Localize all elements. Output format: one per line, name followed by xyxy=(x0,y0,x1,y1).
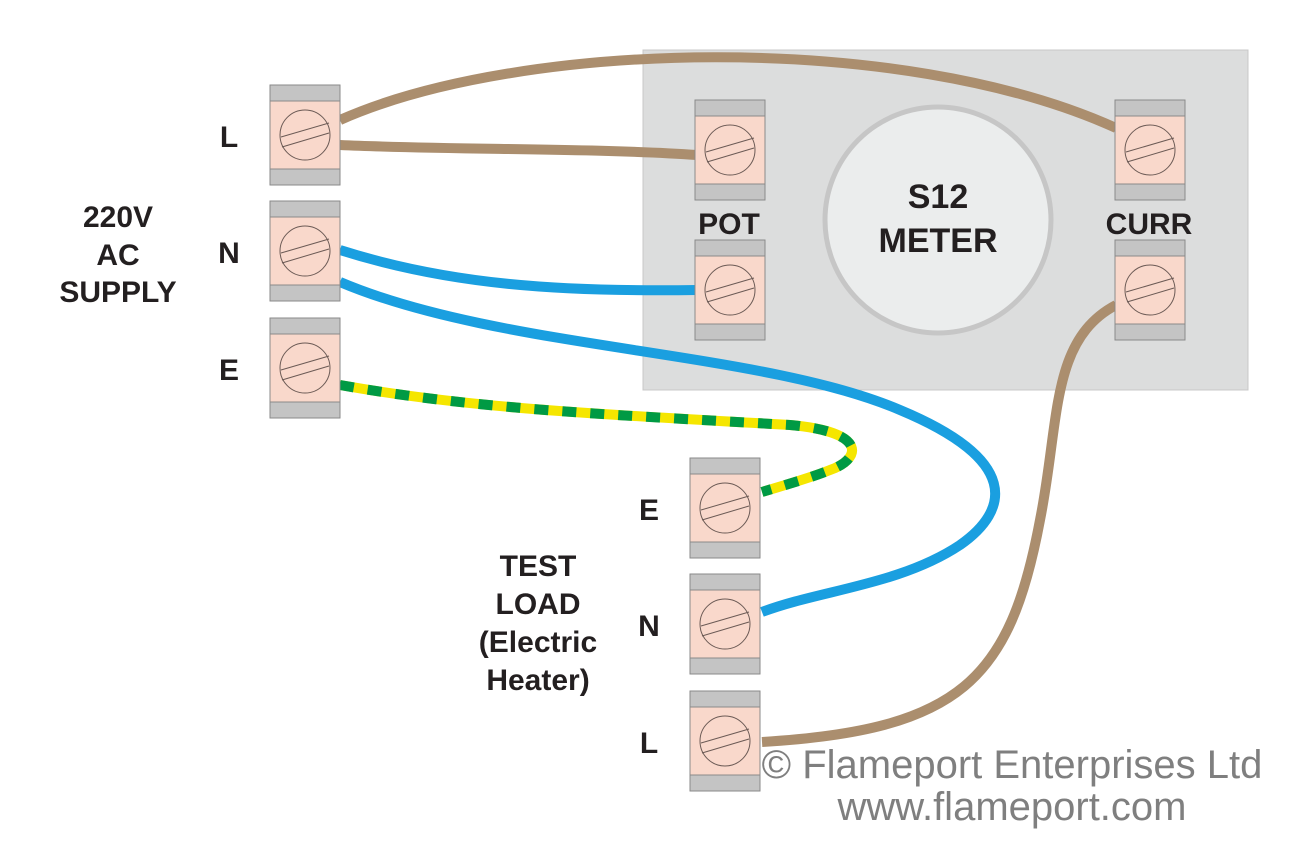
terminal-cap-top xyxy=(689,690,761,708)
copyright-line-2: www.flameport.com xyxy=(837,785,1187,829)
supply-terminal-label-N: N xyxy=(218,237,240,270)
screw-slot-line xyxy=(701,738,750,754)
load-terminal-label-L: L xyxy=(640,727,658,760)
screw-slot-line xyxy=(705,277,755,293)
screw-slot-line xyxy=(1126,287,1175,303)
screw-slot-line xyxy=(700,728,750,744)
terminal-cap-top xyxy=(689,457,761,475)
load-terminal-label-N: N xyxy=(638,610,660,643)
supply-title-line-3: SUPPLY xyxy=(59,276,176,309)
terminal-cap-bottom xyxy=(1114,183,1186,201)
terminal-cap-bottom xyxy=(689,541,761,559)
terminal-body xyxy=(689,573,761,675)
terminals-layer xyxy=(269,84,1186,792)
live-wire-curr-out-to-load xyxy=(761,300,1119,747)
terminal-cap-top xyxy=(694,99,766,117)
live-wire-supply-to-pot xyxy=(339,140,698,160)
screw-slot-line xyxy=(280,122,330,138)
load-title-line-3: (Electric xyxy=(479,626,597,659)
terminal-cap-top xyxy=(1114,99,1186,117)
supply-title-line-2: AC xyxy=(96,239,139,272)
screw-slot-line xyxy=(1125,277,1175,293)
meter-terminal-pot-L xyxy=(694,99,766,201)
meter-title-line-1: S12 xyxy=(908,178,969,216)
screw-icon xyxy=(279,109,331,161)
wires-layer xyxy=(337,52,1119,747)
terminal-cap-bottom xyxy=(269,168,341,186)
screw-icon xyxy=(279,342,331,394)
screw-slot-line xyxy=(1125,137,1175,153)
screw-slot-line xyxy=(701,621,750,637)
terminal-cap-top xyxy=(694,239,766,257)
screw-slot-line xyxy=(700,611,750,627)
curr-label: CURR xyxy=(1106,208,1193,241)
screw-slot-line xyxy=(280,355,330,371)
screw-icon xyxy=(699,715,751,767)
earth-wire-stripes xyxy=(339,380,857,497)
supply-terminal-L xyxy=(269,84,341,186)
terminal-cap-bottom xyxy=(694,323,766,341)
terminal-cap-bottom xyxy=(689,657,761,675)
screw-icon xyxy=(279,225,331,277)
load-terminal-L xyxy=(689,690,761,792)
meter-terminal-pot-N xyxy=(694,239,766,341)
terminal-body xyxy=(694,239,766,341)
terminal-body xyxy=(269,84,341,186)
supply-terminal-label-E: E xyxy=(219,354,239,387)
screw-slot-line xyxy=(705,137,755,153)
load-terminal-N xyxy=(689,573,761,675)
live-wire-supply-to-curr-in xyxy=(337,52,1119,133)
meter-terminal-curr-out xyxy=(1114,239,1186,341)
supply-terminal-N xyxy=(269,200,341,302)
screw-slot-line xyxy=(706,287,755,303)
load-title-line-4: Heater) xyxy=(486,664,589,697)
load-terminal-E xyxy=(689,457,761,559)
screw-slot-line xyxy=(700,495,750,511)
meter-dial xyxy=(822,104,1054,336)
terminal-cap-bottom xyxy=(694,183,766,201)
terminal-body xyxy=(269,317,341,419)
screw-slot-line xyxy=(281,248,330,264)
load-title-line-1: TEST xyxy=(500,550,577,583)
screw-slot-line xyxy=(281,132,330,148)
screw-icon xyxy=(699,598,751,650)
terminal-cap-top xyxy=(269,317,341,335)
copyright-line-1: © Flameport Enterprises Ltd xyxy=(762,743,1263,787)
terminal-cap-bottom xyxy=(269,401,341,419)
earth-wire-base xyxy=(339,380,857,497)
neutral-wire-supply-to-load xyxy=(338,277,1001,617)
screw-slot-line xyxy=(280,238,330,254)
screw-slot-line xyxy=(706,147,755,163)
terminal-body xyxy=(694,99,766,201)
load-title-line-2: LOAD xyxy=(496,588,581,621)
supply-title-line-1: 220V xyxy=(83,201,153,234)
terminal-cap-bottom xyxy=(689,774,761,792)
supply-terminal-label-L: L xyxy=(220,121,238,154)
terminal-cap-bottom xyxy=(269,284,341,302)
meter-terminal-curr-in xyxy=(1114,99,1186,201)
terminal-cap-top xyxy=(689,573,761,591)
screw-icon xyxy=(699,482,751,534)
terminal-body xyxy=(689,457,761,559)
meter-title-line-2: METER xyxy=(879,222,998,260)
terminal-cap-top xyxy=(269,84,341,102)
screw-slot-line xyxy=(1126,147,1175,163)
screw-icon xyxy=(704,264,756,316)
screw-icon xyxy=(1124,264,1176,316)
neutral-wire-supply-to-pot xyxy=(338,245,698,296)
terminal-cap-bottom xyxy=(1114,323,1186,341)
terminal-body xyxy=(1114,239,1186,341)
supply-terminal-E xyxy=(269,317,341,419)
terminal-cap-top xyxy=(1114,239,1186,257)
pot-label: POT xyxy=(698,208,760,241)
terminal-cap-top xyxy=(269,200,341,218)
screw-slot-line xyxy=(701,505,750,521)
screw-icon xyxy=(704,124,756,176)
load-terminal-label-E: E xyxy=(639,494,659,527)
screw-icon xyxy=(1124,124,1176,176)
screw-slot-line xyxy=(281,365,330,381)
